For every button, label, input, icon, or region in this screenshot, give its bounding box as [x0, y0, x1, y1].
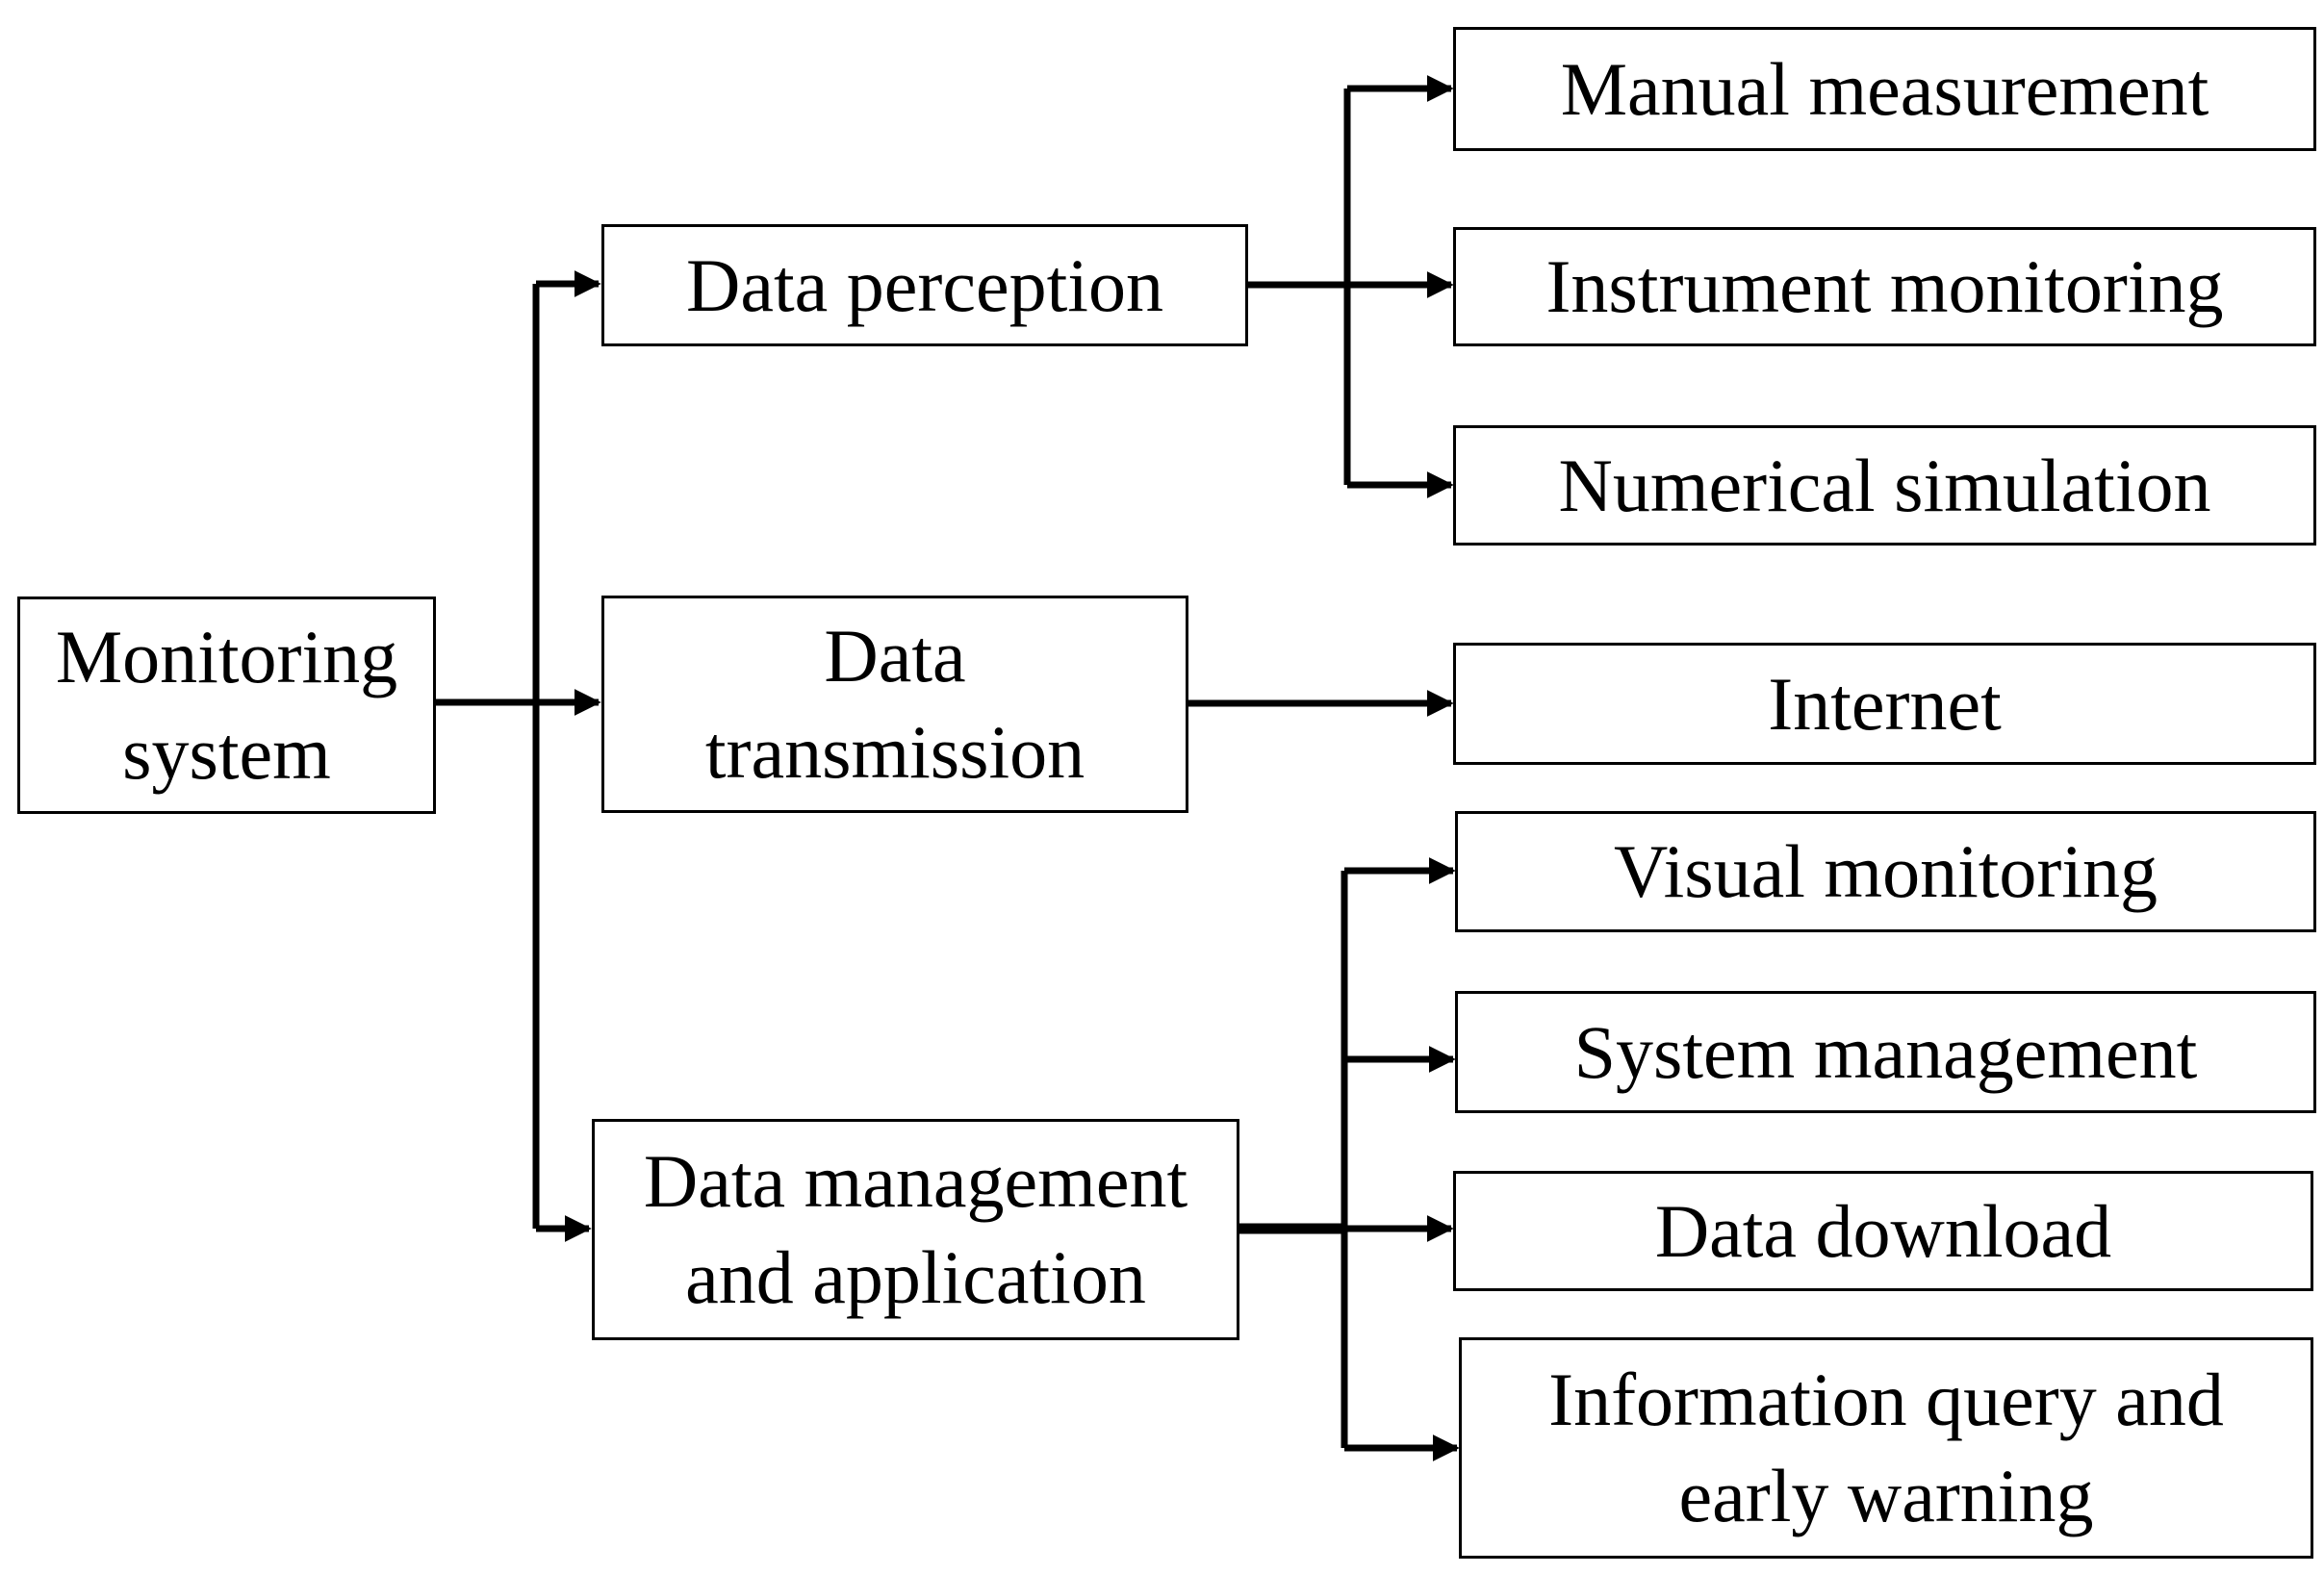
node-label-line-2: system — [122, 711, 331, 795]
node-label-line-1: Numerical simulation — [1558, 443, 2211, 527]
node-internet: Internet — [1453, 643, 2316, 765]
node-visual-monitoring: Visual monitoring — [1455, 811, 2316, 932]
node-label-line-2: transmission — [704, 710, 1085, 794]
node-data-transmission: Data transmission — [601, 596, 1188, 813]
node-label-line-1: Manual measurement — [1560, 46, 2209, 131]
node-label-line-1: Monitoring — [55, 615, 398, 698]
node-data-management-and-application: Data management and application — [592, 1119, 1239, 1340]
node-instrument-monitoring: Instrument monitoring — [1453, 227, 2316, 346]
node-information-query-and-early-warning: Information query and early warning — [1459, 1337, 2313, 1559]
node-label-line-1: Data management — [643, 1139, 1188, 1223]
node-label-line-2: early warning — [1678, 1454, 2094, 1537]
node-data-download: Data download — [1453, 1171, 2313, 1291]
node-data-perception: Data perception — [601, 224, 1248, 346]
node-label-line-1: Data — [824, 614, 966, 698]
node-label-line-1: Visual monitoring — [1613, 829, 2158, 913]
node-manual-measurement: Manual measurement — [1453, 27, 2316, 151]
node-numerical-simulation: Numerical simulation — [1453, 425, 2316, 546]
node-label-line-1: Data download — [1654, 1188, 2112, 1273]
node-label-line-1: System management — [1573, 1009, 2198, 1094]
node-label-line-1: Instrument monitoring — [1545, 244, 2224, 328]
node-system-management: System management — [1455, 991, 2316, 1113]
node-label-line-1: Information query and — [1548, 1358, 2224, 1441]
node-monitoring-system: Monitoring system — [17, 597, 436, 814]
node-label-line-2: and application — [685, 1235, 1146, 1319]
node-label-line-1: Data perception — [686, 242, 1163, 327]
node-label-line-1: Internet — [1768, 661, 2002, 746]
